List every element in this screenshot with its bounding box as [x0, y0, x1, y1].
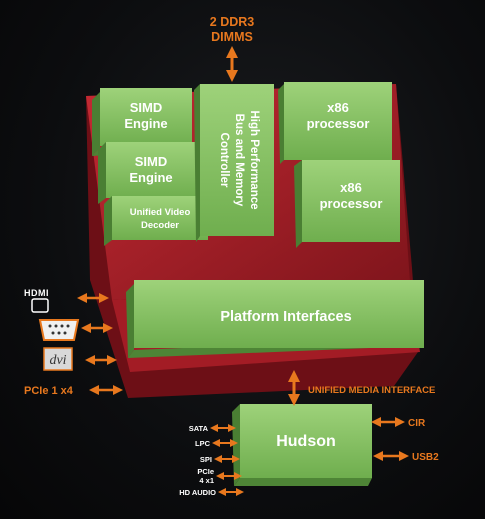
hdmi-connector-icon: [31, 298, 49, 313]
simd-engine-1: SIMD Engine: [92, 88, 192, 156]
x86-processor-1-label-2: processor: [307, 116, 370, 131]
spi-label: SPI: [200, 455, 212, 464]
bus-label-1: High Performance: [248, 110, 260, 209]
hd-audio-label: HD AUDIO: [179, 488, 216, 497]
platform-interfaces-label: Platform Interfaces: [220, 309, 351, 325]
sata-label: SATA: [189, 424, 209, 433]
pcie-x1-label-2: 4 x1: [199, 476, 214, 485]
bus-memory-controller: High Performance Bus and Memory Controll…: [194, 84, 274, 242]
pcie-label: PCIe 1 x4: [24, 385, 74, 397]
hdmi-label: HDMI: [24, 288, 49, 298]
simd-engine-1-label: SIMD: [130, 100, 163, 115]
simd-engine-2-label-2: Engine: [129, 170, 172, 185]
simd-engine-2-label: SIMD: [135, 154, 168, 169]
bus-label-2: Bus and Memory: [233, 114, 245, 207]
memory-label-1: 2 DDR3: [210, 15, 255, 29]
lpc-label: LPC: [195, 439, 211, 448]
vga-connector-icon: [38, 319, 80, 341]
x86-processor-2-label-2: processor: [320, 196, 383, 211]
x86-processor-1: x86 processor: [278, 82, 392, 164]
dvi-output: dvi: [43, 347, 117, 371]
platform-interfaces: Platform Interfaces: [126, 280, 424, 358]
simd-engine-2: SIMD Engine: [98, 142, 196, 204]
cir-label: CIR: [408, 418, 426, 429]
memory-link: 2 DDR3 DIMMS: [210, 15, 255, 82]
usb2-label: USB2: [412, 452, 439, 463]
x86-processor-2: x86 processor: [294, 160, 400, 248]
dvi-logo-icon: [43, 347, 73, 371]
x86-processor-2-label: x86: [340, 180, 362, 195]
uvd-label: Unified Video: [130, 207, 191, 218]
hudson-left-interfaces: SATA LPC SPI PCIe 4 x1 HD AUDIO: [179, 424, 244, 497]
dvi-label: dvi: [49, 353, 66, 368]
vga-output: [38, 319, 113, 341]
hudson-right-interfaces: CIR USB2: [371, 417, 439, 463]
umi-link: UNIFIED MEDIA INTERFACE: [288, 370, 435, 406]
simd-engine-1-label-2: Engine: [124, 116, 167, 131]
memory-label-2: DIMMS: [211, 30, 253, 44]
hudson-chip: Hudson: [232, 404, 372, 486]
bus-label-3: Controller: [218, 133, 230, 188]
hudson-label: Hudson: [276, 433, 336, 450]
x86-processor-1-label: x86: [327, 100, 349, 115]
hdmi-output: HDMI: [24, 288, 109, 313]
unified-video-decoder: Unified Video Decoder: [104, 196, 208, 246]
pcie-output: PCIe 1 x4: [24, 385, 123, 397]
uvd-label-2: Decoder: [141, 220, 179, 231]
umi-label: UNIFIED MEDIA INTERFACE: [308, 385, 435, 396]
pcie-x1-label: PCIe: [197, 467, 214, 476]
